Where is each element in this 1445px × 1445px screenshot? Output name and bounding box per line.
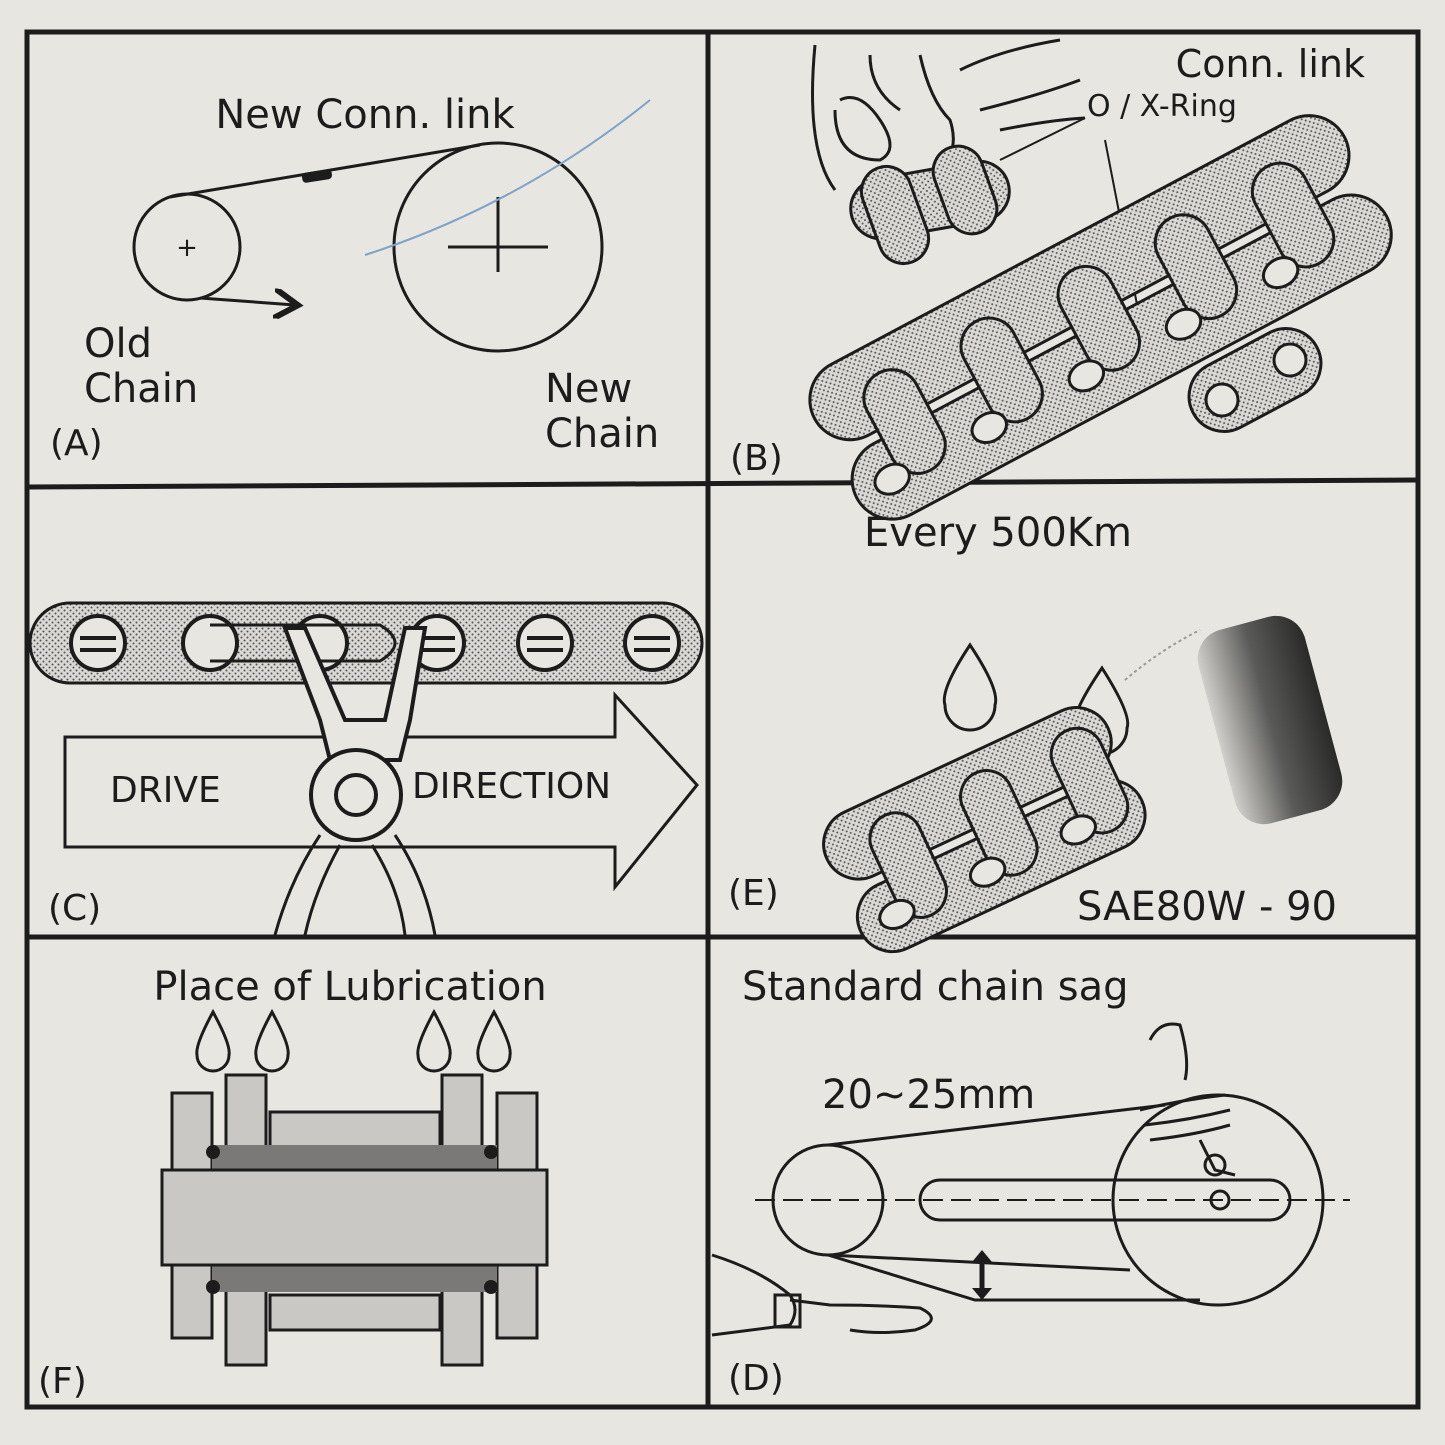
- drive-label: DRIVE: [110, 770, 221, 811]
- direction-label: DIRECTION: [412, 766, 611, 807]
- roller-chain: [808, 114, 1393, 521]
- chain-sag-title: Standard chain sag: [742, 964, 1128, 1010]
- oil-drop-1: [942, 642, 998, 732]
- spray-can-icon: [1197, 615, 1343, 825]
- panel-b-letter: (B): [730, 438, 783, 479]
- upper-hand: [1139, 1022, 1236, 1177]
- pliers: [273, 626, 437, 936]
- lube-drops: [195, 1008, 512, 1073]
- new-chain-label-1: New: [545, 366, 632, 412]
- new-sprocket: [392, 141, 604, 353]
- panel-e-letter: (E): [728, 873, 779, 914]
- oiled-chain: [822, 706, 1147, 954]
- panel-a: New Conn. link + Old Chain New Chain (A): [50, 92, 659, 464]
- panel-d-letter: (D): [728, 1358, 784, 1399]
- chain-cross-section: [160, 1073, 549, 1367]
- interval-label: Every 500Km: [864, 510, 1132, 556]
- panel-c-letter: (C): [48, 888, 101, 929]
- chain-row: [28, 601, 704, 685]
- lower-hand: [711, 1253, 933, 1337]
- panel-a-letter: (A): [50, 423, 103, 464]
- panel-e: Every 500Km SAE80W - 90 (E): [728, 510, 1343, 954]
- connecting-link: [849, 144, 1011, 265]
- swingarm-slot: [918, 1178, 1292, 1222]
- panel-d: Standard chain sag 20~25mm (D): [711, 964, 1350, 1399]
- sag-measure-label: 20~25mm: [822, 1072, 1035, 1118]
- spray-mist: [1124, 629, 1201, 681]
- new-conn-link-label: New Conn. link: [215, 92, 515, 138]
- old-chain-label-1: Old: [84, 321, 152, 367]
- pen-mark: [364, 99, 651, 256]
- grid-frame: [24, 29, 1421, 1410]
- svg-text:+: +: [176, 233, 198, 263]
- o-x-ring-label: O / X-Ring: [1087, 89, 1237, 124]
- old-chain-label-2: Chain: [84, 366, 198, 412]
- drive-arrow: [63, 691, 699, 892]
- conn-link-mark: [301, 169, 333, 183]
- lubrication-title: Place of Lubrication: [153, 964, 546, 1010]
- conn-link-label: Conn. link: [1176, 42, 1365, 86]
- sag-arrow: [972, 1250, 992, 1300]
- hand: [811, 38, 1086, 191]
- new-chain-label-2: Chain: [545, 411, 659, 457]
- clip: [210, 623, 397, 663]
- oil-grade-label: SAE80W - 90: [1077, 884, 1337, 930]
- side-plate: [1187, 327, 1323, 433]
- panel-f-letter: (F): [38, 1361, 87, 1402]
- chain-top-run: [827, 1103, 1166, 1147]
- panel-f: Place of Lubrication (F): [38, 964, 549, 1402]
- chain-bottom-run: [827, 1253, 1200, 1302]
- panel-c: DRIVE DIRECTION (C): [28, 601, 704, 936]
- panel-b: Conn. link O / X-Ring: [730, 38, 1393, 521]
